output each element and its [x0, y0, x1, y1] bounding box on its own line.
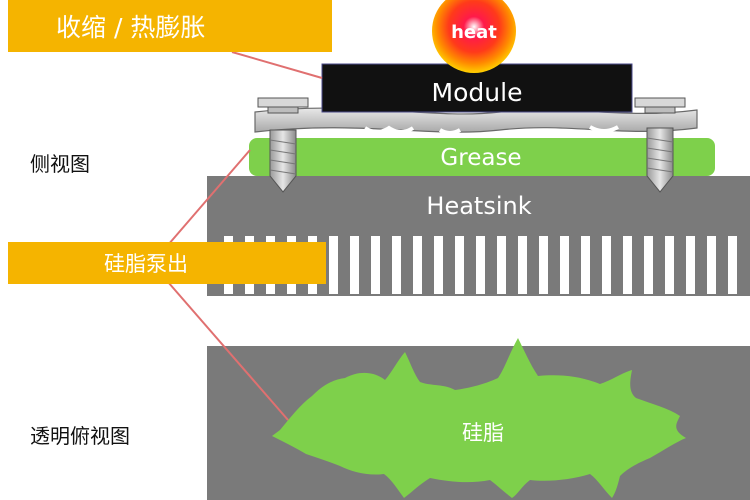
heatsink-fin-gap	[581, 236, 590, 294]
heatsink-fin-gap	[371, 236, 380, 294]
leader-line-top	[231, 51, 323, 79]
heatsink-fin-gap	[350, 236, 359, 294]
leader-line-topview	[167, 281, 289, 421]
heatsink-fin-gap	[434, 236, 443, 294]
heatsink-fin-gap	[455, 236, 464, 294]
heatsink-fin-gap	[728, 236, 737, 294]
grease-layer	[249, 138, 715, 176]
side-view-label: 侧视图	[30, 152, 90, 176]
heatsink-fin-gap	[602, 236, 611, 294]
grease-gap	[363, 125, 619, 135]
callout-grease-pumpout: 硅脂泵出	[8, 242, 326, 284]
heatsink-fin-gap	[329, 236, 338, 294]
heat-label: heat	[451, 22, 497, 43]
heatsink-fin-gap	[518, 236, 527, 294]
right-screw	[634, 97, 686, 193]
heat-source	[432, 0, 516, 73]
left-screw	[257, 97, 309, 193]
heatsink-fin-gap	[413, 236, 422, 294]
top-view-grease-label: 硅脂	[462, 421, 504, 445]
heatsink-fin-gap	[644, 236, 653, 294]
top-view-label: 透明俯视图	[30, 424, 130, 448]
heatsink-fin-gap	[560, 236, 569, 294]
callout-grease-pumpout-text: 硅脂泵出	[104, 252, 188, 276]
heatsink-fin-gap	[686, 236, 695, 294]
heatsink-fin-gap	[392, 236, 401, 294]
heatsink-fin-gap	[623, 236, 632, 294]
base-plate	[254, 107, 698, 133]
leader-line-grease	[167, 149, 251, 246]
callout-thermal-expansion-text: 收缩 / 热膨胀	[56, 13, 206, 42]
heatsink-fin-gap	[497, 236, 506, 294]
module-label: Module	[432, 78, 523, 107]
heatsink-label: Heatsink	[426, 192, 531, 220]
heatsink-fin-gap	[476, 236, 485, 294]
heatsink-fin-gap	[539, 236, 548, 294]
grease-label: Grease	[440, 145, 521, 171]
heatsink-fin-gap	[707, 236, 716, 294]
top-view-grease	[272, 338, 686, 498]
callout-thermal-expansion: 收缩 / 热膨胀	[8, 0, 332, 52]
heatsink-fin-gap	[665, 236, 674, 294]
